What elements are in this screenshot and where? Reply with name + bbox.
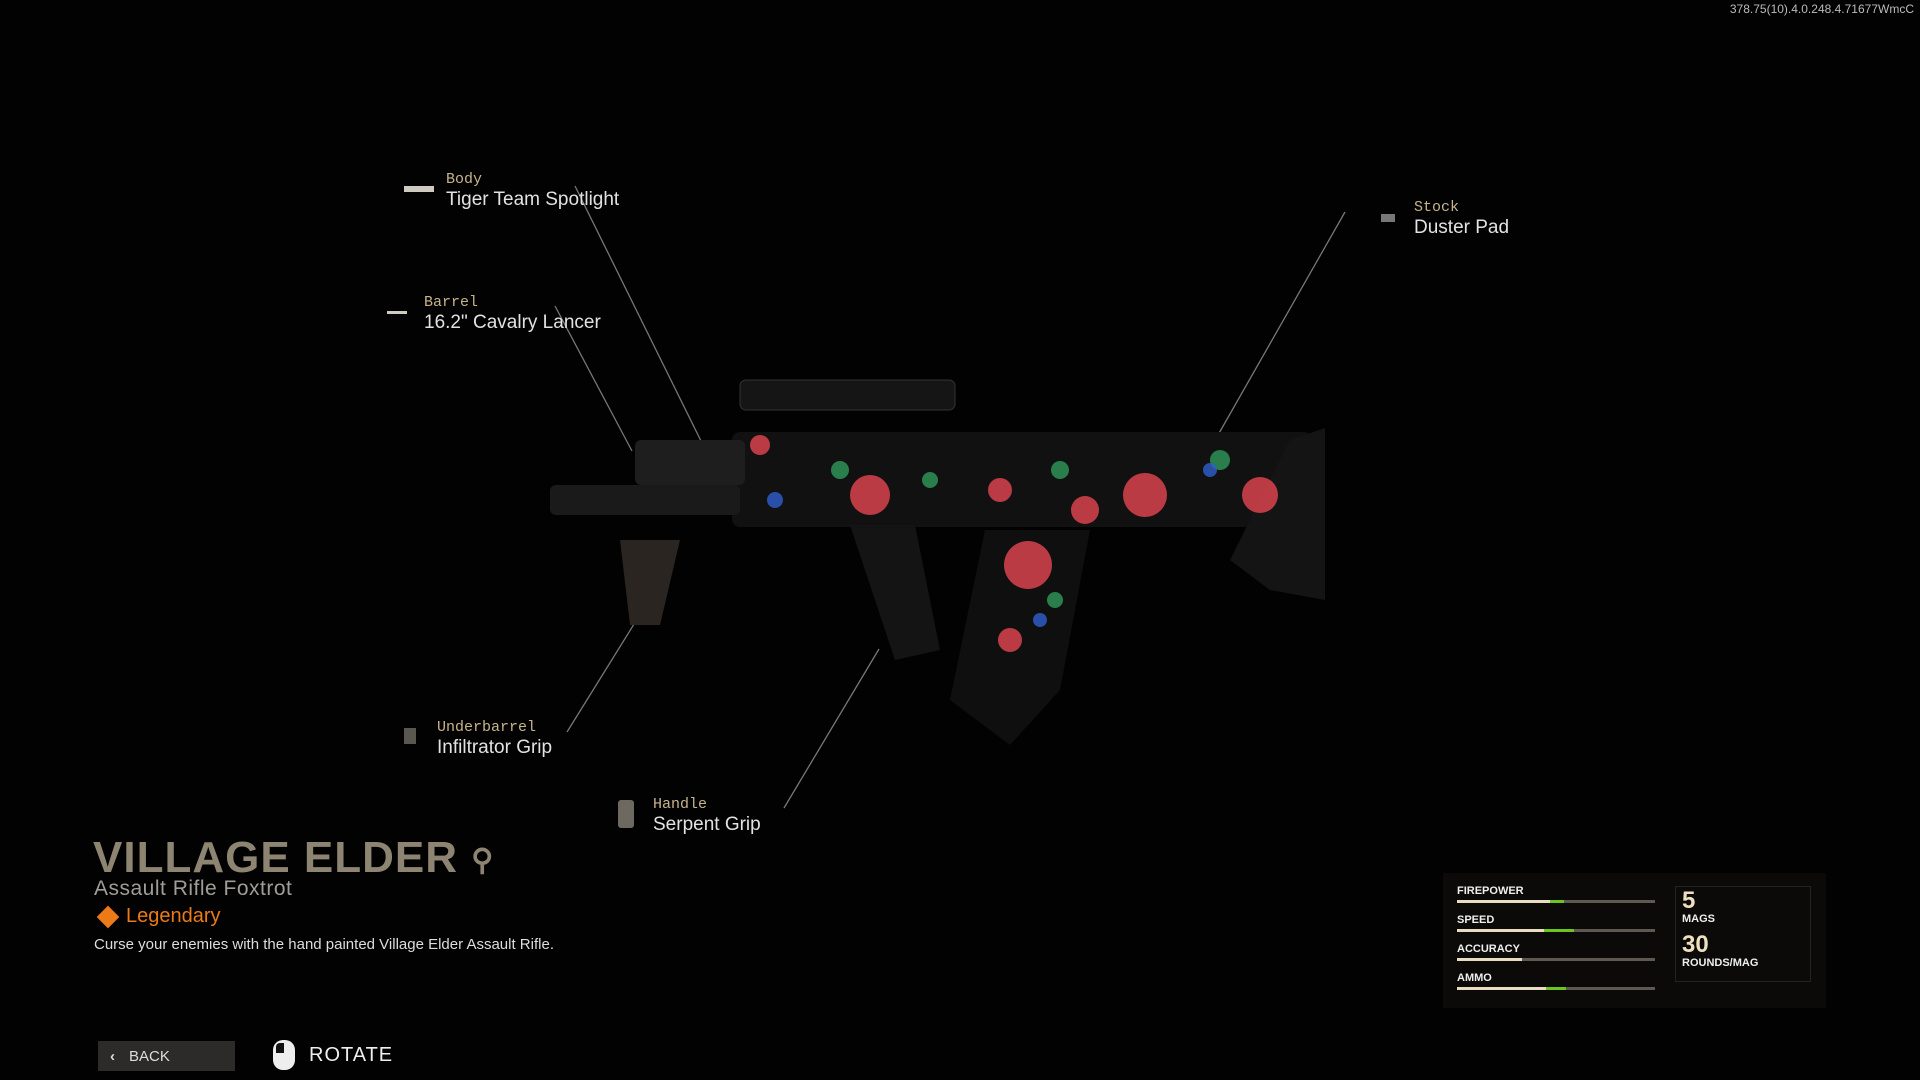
stat-bar-gain [1544, 929, 1574, 932]
attachment-name: Tiger Team Spotlight [446, 189, 620, 210]
stat-ammo: AMMO [1457, 972, 1655, 990]
underbarrel-attachment-icon [404, 728, 416, 744]
version-string: 378.75(10).4.0.248.4.71677WmcC [1729, 2, 1914, 16]
attachment-body[interactable]: Body Tiger Team Spotlight [446, 171, 619, 211]
blueprint-compass-icon: ⚲ [471, 843, 495, 877]
rarity: Legendary [96, 905, 221, 928]
stat-label: FIREPOWER [1457, 885, 1524, 897]
attachment-name: Infiltrator Grip [437, 737, 553, 758]
stat-bar [1457, 929, 1655, 932]
attachment-name: Serpent Grip [653, 814, 761, 835]
stat-bar-gain [1550, 900, 1564, 903]
attachment-underbarrel[interactable]: Underbarrel Infiltrator Grip [437, 719, 552, 759]
ammo-box: 5 MAGS 30 ROUNDS/MAG [1675, 886, 1811, 982]
stat-bar [1457, 987, 1655, 990]
stat-bar [1457, 900, 1655, 903]
stat-bar-base [1457, 987, 1547, 990]
attachment-category: Barrel [424, 294, 479, 311]
weapon-name: VILLAGE ELDER ⚲ [93, 833, 494, 883]
attachment-category: Body [446, 171, 483, 188]
stock-leader-line [1217, 211, 1346, 436]
rotate-hint[interactable]: ROTATE [273, 1040, 393, 1070]
rounds-label: ROUNDS/MAG [1682, 957, 1759, 969]
attachment-name: Duster Pad [1414, 217, 1510, 238]
weapon-type: Assault Rifle Foxtrot [94, 877, 293, 900]
weapon-name-text: VILLAGE ELDER [93, 833, 459, 882]
stat-speed: SPEED [1457, 914, 1655, 932]
attachment-category: Stock [1414, 199, 1460, 216]
stat-label: ACCURACY [1457, 943, 1520, 955]
stat-firepower: FIREPOWER [1457, 885, 1655, 903]
stats-panel: FIREPOWER SPEED ACCURACY AMMO 5 MAGS 30 ROU… [1443, 873, 1826, 1008]
stat-accuracy: ACCURACY [1457, 943, 1655, 961]
attachment-name: 16.2" Cavalry Lancer [424, 312, 601, 333]
stat-label: SPEED [1457, 914, 1495, 926]
rarity-label: Legendary [126, 905, 221, 927]
mags-value: 5 [1682, 887, 1696, 914]
mags-label: MAGS [1682, 913, 1715, 925]
attachment-category: Handle [653, 796, 708, 813]
back-button[interactable]: ‹ BACK [98, 1041, 235, 1071]
weapon-model[interactable] [550, 379, 1325, 745]
attachment-barrel[interactable]: Barrel 16.2" Cavalry Lancer [424, 294, 601, 334]
stat-bar-base [1457, 929, 1545, 932]
stat-bar-base [1457, 958, 1523, 961]
stat-bar [1457, 958, 1655, 961]
attachment-stock[interactable]: Stock Duster Pad [1414, 199, 1509, 239]
barrel-leader-line [554, 305, 633, 452]
weapon-description: Curse your enemies with the hand painted… [94, 936, 554, 953]
body-attachment-icon [404, 186, 434, 192]
body-leader-line [574, 185, 703, 444]
attachment-category: Underbarrel [437, 719, 537, 736]
handle-attachment-icon [618, 800, 634, 828]
barrel-attachment-icon [387, 311, 407, 314]
back-label: BACK [129, 1047, 170, 1065]
rotate-label: ROTATE [309, 1043, 394, 1066]
stat-bar-base [1457, 900, 1551, 903]
handle-leader-line [783, 648, 880, 809]
rounds-value: 30 [1682, 931, 1709, 958]
mouse-icon [273, 1040, 295, 1070]
stat-bar-gain [1546, 987, 1566, 990]
stat-label: AMMO [1457, 972, 1492, 984]
legendary-diamond-icon [96, 905, 120, 928]
attachment-handle[interactable]: Handle Serpent Grip [653, 796, 761, 836]
stock-attachment-icon [1381, 214, 1395, 222]
chevron-left-icon: ‹ [110, 1047, 115, 1065]
